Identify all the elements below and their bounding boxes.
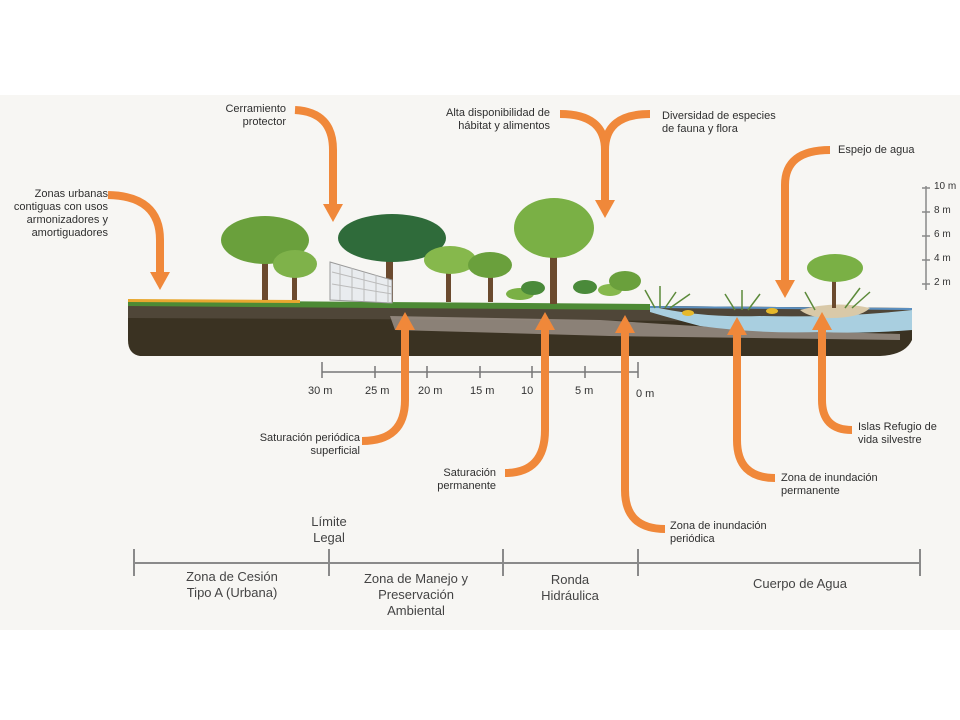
water-body [650,306,912,333]
distance-label: 0 m [636,388,655,400]
tree-crown [468,252,512,278]
label-permanent-saturation: Saturación permanente [437,467,496,492]
arrowhead [812,312,832,330]
arrow-mirror [781,146,831,280]
arrowhead [727,317,747,335]
distance-label: 5 m [575,385,594,397]
zone-ronda-label: Ronda Hidráulica [541,572,599,603]
tree-trunk [832,272,836,308]
label-protective-fence: Cerramiento protector [225,103,286,128]
height-label: 10 m [934,181,957,192]
zone-bar [133,549,921,576]
tree-crown [514,198,594,258]
distance-label: 15 m [470,385,495,397]
height-label: 6 m [934,229,951,240]
label-periodic-flood-zone: Zona de inundación periódica [670,520,767,545]
tree-trunk [386,250,393,302]
height-label: 4 m [934,253,951,264]
arrow-fence [294,106,337,204]
arrow-urban [107,191,164,272]
tree-trunk [292,262,297,300]
arrow-heads [150,200,832,335]
duck [682,310,694,316]
tree-crown [573,280,597,294]
label-urban-zones: Zonas urbanas contiguas con usos armoniz… [13,188,108,239]
height-scale [922,186,930,290]
tree-crown [807,254,863,282]
arrowhead [395,312,415,330]
arrowhead [535,312,555,330]
arrowhead [615,315,635,333]
tree-trunk [488,266,493,302]
arrow-habitat [559,110,651,151]
callout-arrows [107,106,853,533]
arrow-sat-periodic [361,330,409,445]
distance-label: 30 m [308,385,333,397]
label-permanent-flood-zone: Zona de inundación permanente [781,472,878,497]
saturated-soil [390,316,900,340]
label-species-diversity: Diversidad de especies de fauna y flora [662,110,776,135]
height-label: 2 m [934,277,951,288]
arrowhead [150,272,170,290]
tree-trunk [446,262,451,302]
height-label: 8 m [934,205,951,216]
arrow-flood-periodic [621,333,666,533]
tree-group [221,198,863,308]
label-periodic-saturation: Saturación periódica superficial [259,432,360,457]
tree-crown [609,271,641,291]
reeds [644,286,871,311]
duck [766,308,778,314]
tree-trunk [262,250,268,300]
zone-cesion-label: Zona de Cesión Tipo A (Urbana) [186,569,278,600]
tree-crown [273,250,317,278]
arrowhead [595,200,615,218]
tree-crown [521,281,545,295]
tree-crown [338,214,446,262]
label-water-mirror: Espejo de agua [838,144,915,156]
label-habitat-availability: Alta disponibilidad de hábitat y aliment… [446,107,550,132]
arrow-flood-permanent [733,335,776,482]
zone-manejo-label: Zona de Manejo y Preservación Ambiental [363,571,469,618]
arrowhead [323,204,343,222]
label-wildlife-islands: Islas Refugio de vida silvestre [858,421,937,446]
urban-surface [128,299,300,303]
scanned-page [0,95,960,630]
tree-crown [424,246,476,274]
protective-fence [329,261,393,304]
distance-scale [321,362,639,378]
arrow-sat-permanent [504,330,549,477]
legal-limit-label: Límite Legal [311,514,347,545]
arrowhead [775,280,795,298]
distance-label: 10 [521,385,534,397]
distance-label: 25 m [365,385,390,397]
arrow-islands [818,330,853,434]
tree-trunk [550,240,557,304]
zone-cuerpo-label: Cuerpo de Agua [753,576,847,591]
distance-label: 20 m [418,385,443,397]
